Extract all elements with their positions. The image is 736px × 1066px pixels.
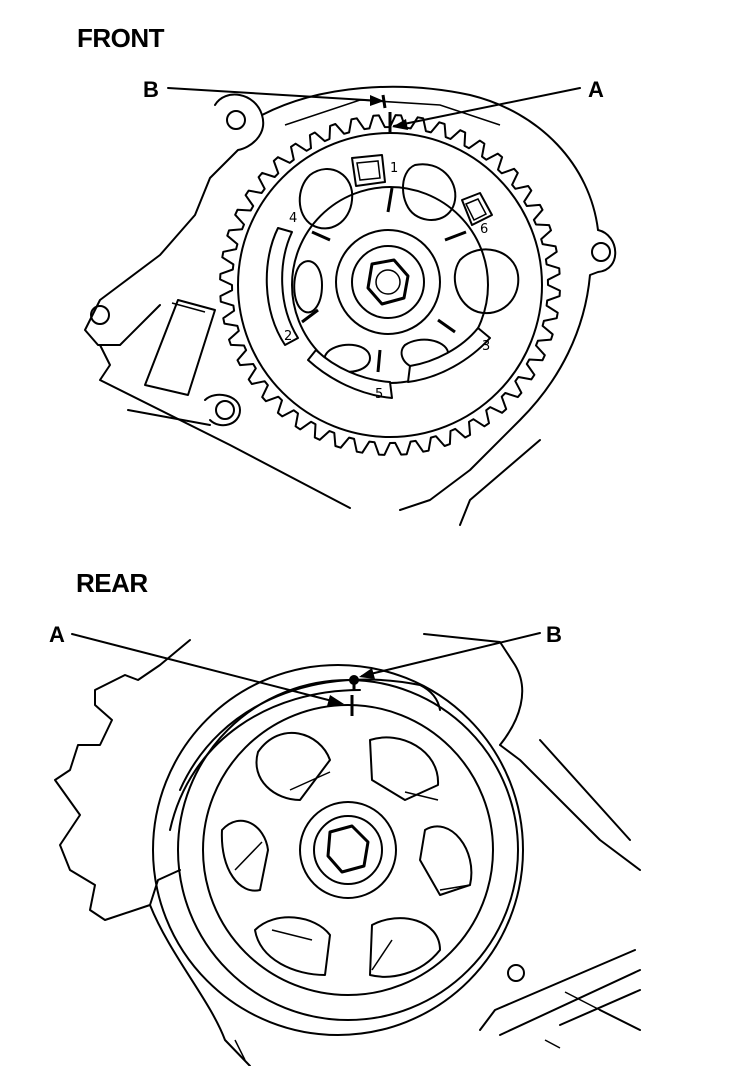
front-hole-number: 5 [375, 387, 383, 402]
front-arrowhead-b [370, 95, 384, 106]
front-cam-arc-5 [307, 349, 393, 399]
front-hole-number: 4 [289, 211, 297, 226]
front-index-mark [311, 230, 331, 242]
rear-pulley-outer-edge [152, 664, 524, 1036]
front-index-mark [376, 349, 382, 373]
front-index-mark [444, 230, 467, 242]
front-cam-window-1 [351, 154, 386, 187]
front-leader-a [393, 87, 581, 127]
rear-label-b: B [546, 622, 562, 647]
rear-housing [54, 633, 641, 1066]
rear-arrowhead-a [327, 695, 344, 706]
rear-pulley-window [419, 825, 473, 896]
front-index-mark [437, 318, 456, 334]
front-lightening-hole [402, 163, 457, 221]
front-cam-window-6 [461, 192, 493, 226]
front-index-mark [386, 187, 394, 213]
front-arrowhead-a [392, 119, 408, 130]
front-title: FRONT [77, 23, 165, 53]
front-label-b: B [143, 77, 159, 102]
rear-pulley-center-ring [299, 801, 397, 899]
front-camshaft-sprocket: 1 6 3 5 2 4 [219, 114, 561, 456]
rear-leader-a [71, 633, 341, 704]
front-hole-number: 1 [390, 161, 398, 176]
front-sprocket-teeth [219, 114, 561, 456]
front-leader-b [167, 87, 383, 102]
front-sprocket-boss [351, 245, 425, 319]
front-timing-mark-b [381, 94, 387, 109]
front-index-mark [301, 308, 319, 324]
rear-pulley-window [369, 736, 440, 801]
front-lightening-hole [293, 260, 323, 314]
rear-view: REAR [49, 568, 641, 1066]
rear-pulley-window [254, 916, 331, 976]
front-lightening-hole [453, 248, 520, 315]
front-hole-number: 2 [284, 329, 292, 344]
rear-camshaft-pulley [152, 664, 524, 1036]
rear-pulley-flange-inner [169, 689, 361, 831]
rear-hex-nut [326, 824, 370, 874]
rear-pulley-window [255, 732, 331, 801]
rear-arrowhead-b [359, 668, 375, 679]
front-sprocket-center-ring [335, 229, 441, 335]
front-lightening-hole [298, 168, 354, 230]
rear-title: REAR [76, 568, 148, 598]
rear-label-a: A [49, 622, 65, 647]
front-cam-arc-3 [407, 327, 491, 383]
rear-leader-b [361, 632, 541, 677]
rear-pulley-window [369, 917, 441, 978]
rear-pulley-window [220, 819, 269, 892]
front-label-a: A [588, 77, 604, 102]
front-cam-arc-4-2 [265, 227, 299, 346]
front-hole-number: 3 [482, 339, 490, 354]
rear-pulley-web [202, 704, 494, 996]
front-housing [84, 85, 617, 526]
front-hole-number: 6 [480, 222, 488, 237]
front-hex-nut [366, 258, 410, 306]
front-view: FRONT [77, 23, 617, 526]
rear-pulley-boss [313, 815, 383, 885]
